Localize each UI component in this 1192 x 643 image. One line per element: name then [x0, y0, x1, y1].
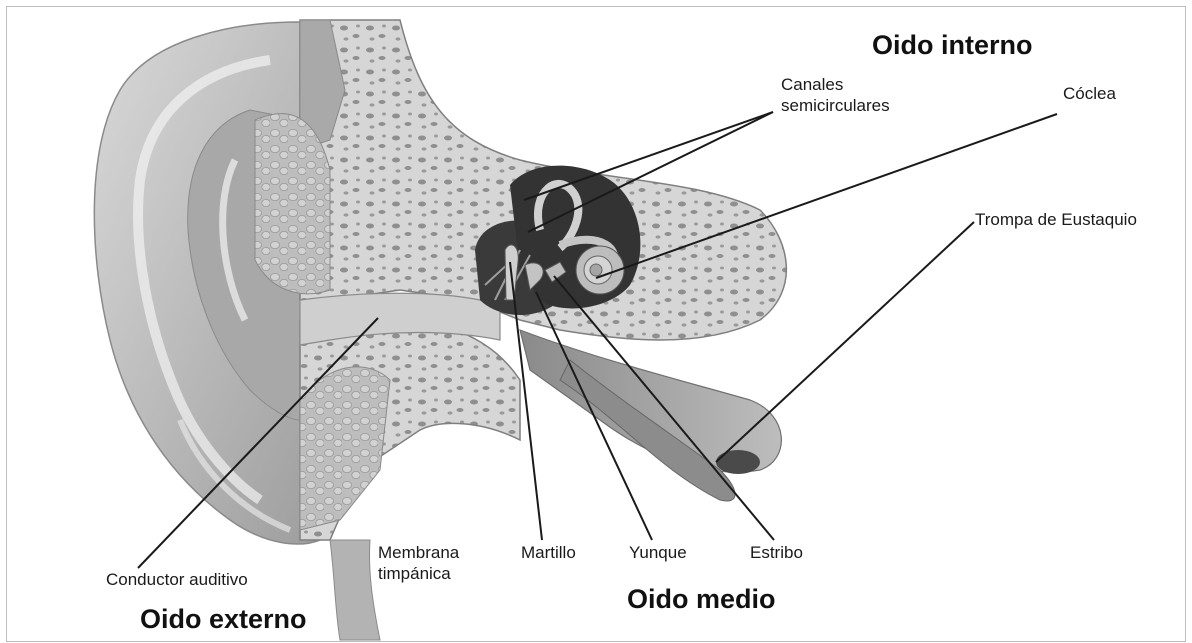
- semicircular-canals-label: Canales semicirculares: [781, 74, 890, 116]
- canals-label-line2: semicirculares: [781, 95, 890, 116]
- tympanic-membrane-label: Membrana timpánica: [378, 542, 459, 584]
- cochlea-label: Cóclea: [1063, 83, 1116, 104]
- auditory-canal-label: Conductor auditivo: [106, 569, 248, 590]
- inner-ear-title: Oido interno: [872, 30, 1032, 61]
- hammer-label: Martillo: [521, 542, 576, 563]
- canals-label-line1: Canales: [781, 74, 890, 95]
- anvil-label: Yunque: [629, 542, 687, 563]
- eustachian-tube-shape: [520, 330, 781, 501]
- membrane-label-line1: Membrana: [378, 542, 459, 563]
- outer-ear-title: Oido externo: [140, 604, 307, 635]
- stirrup-label: Estribo: [750, 542, 803, 563]
- middle-ear-title: Oido medio: [627, 584, 776, 615]
- membrane-label-line2: timpánica: [378, 563, 459, 584]
- eustachian-tube-label: Trompa de Eustaquio: [975, 209, 1137, 230]
